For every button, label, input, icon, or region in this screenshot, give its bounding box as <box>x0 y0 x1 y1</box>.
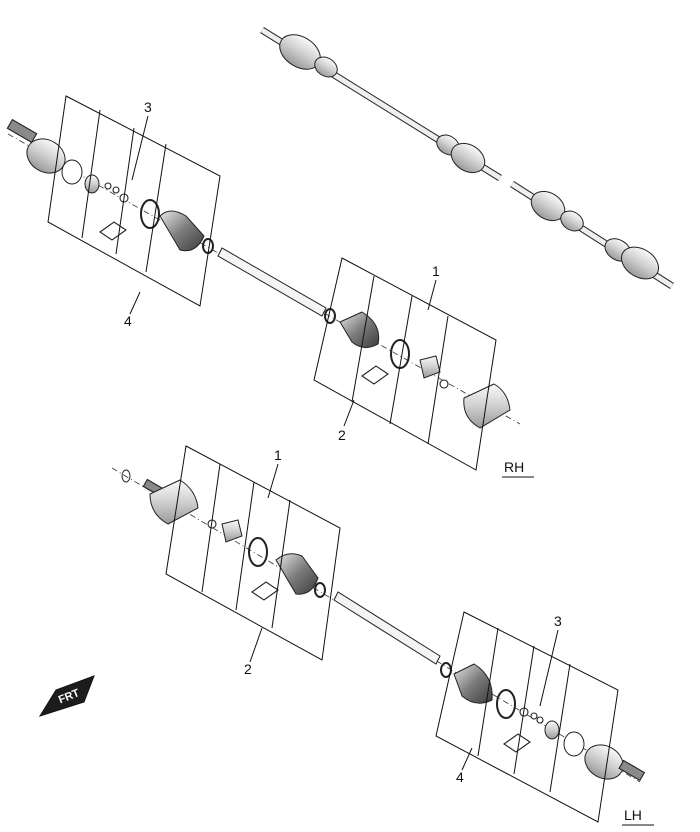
rh-label-4: 4 <box>124 313 132 329</box>
rh-outer-race <box>84 174 100 194</box>
lh-inner-housing <box>149 479 199 525</box>
rh-outer-band <box>140 199 160 229</box>
rh-label-2: 2 <box>338 427 346 443</box>
lh-inner-boot <box>275 553 319 595</box>
lh-label-2: 2 <box>244 661 252 677</box>
rh-side-tag: RH <box>504 459 524 475</box>
rh-grease-pack-outer <box>99 221 127 241</box>
lh-label-1: 1 <box>274 447 282 463</box>
rh-label-1: 1 <box>432 263 440 279</box>
lh-spider <box>221 519 243 543</box>
lh-outer-cage <box>563 731 585 757</box>
lh-side-tag: LH <box>624 807 642 823</box>
lh-inner-band <box>248 537 268 567</box>
rh-spider <box>419 355 441 379</box>
lh-grease-pack-inner <box>251 581 279 601</box>
lh-outer-band <box>496 689 516 719</box>
lh-label-4: 4 <box>456 769 464 785</box>
lh-outer-boot <box>453 663 493 704</box>
front-arrow-icon: FRT <box>38 675 95 717</box>
lh-outer-race <box>544 720 560 740</box>
lh-exploded-assembly <box>111 445 646 823</box>
lh-grease-pack-outer <box>503 733 531 753</box>
rh-inner-boot <box>339 311 380 348</box>
rh-outer-boot <box>159 210 205 252</box>
rh-exploded-assembly <box>6 95 521 471</box>
rh-label-3: 3 <box>144 99 152 115</box>
rh-grease-pack-inner <box>361 365 389 385</box>
overview-shaft-lh <box>510 181 674 289</box>
rh-outer-cage <box>61 159 83 185</box>
rh-inner-housing <box>463 383 511 429</box>
lh-outer-joint <box>584 744 624 780</box>
overview-shaft-rh <box>260 27 502 181</box>
lh-label-3: 3 <box>554 613 562 629</box>
